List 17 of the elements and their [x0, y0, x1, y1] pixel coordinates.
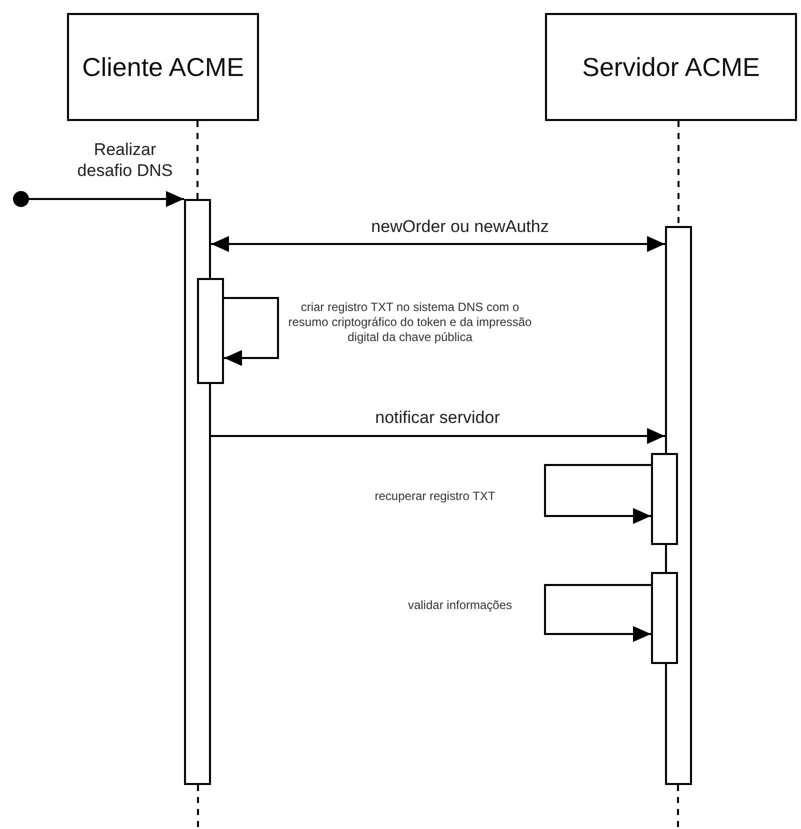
message-arrow [544, 464, 651, 524]
message-arrow [211, 236, 665, 252]
lifeline [196, 121, 198, 199]
activation-bar [651, 453, 678, 545]
activation-bar [651, 572, 678, 664]
participant-name: Servidor ACME [582, 52, 760, 82]
message-arrow [224, 297, 279, 366]
message-arrow [29, 191, 184, 207]
lifeline [678, 121, 680, 226]
message-arrow [544, 584, 651, 642]
start-dot [13, 191, 29, 207]
participant-name: Cliente ACME [82, 52, 244, 82]
message-arrow [211, 428, 665, 444]
activation-bar [184, 199, 211, 785]
participant-box [545, 13, 797, 121]
participant-box [67, 13, 259, 121]
activation-bar [197, 278, 224, 384]
